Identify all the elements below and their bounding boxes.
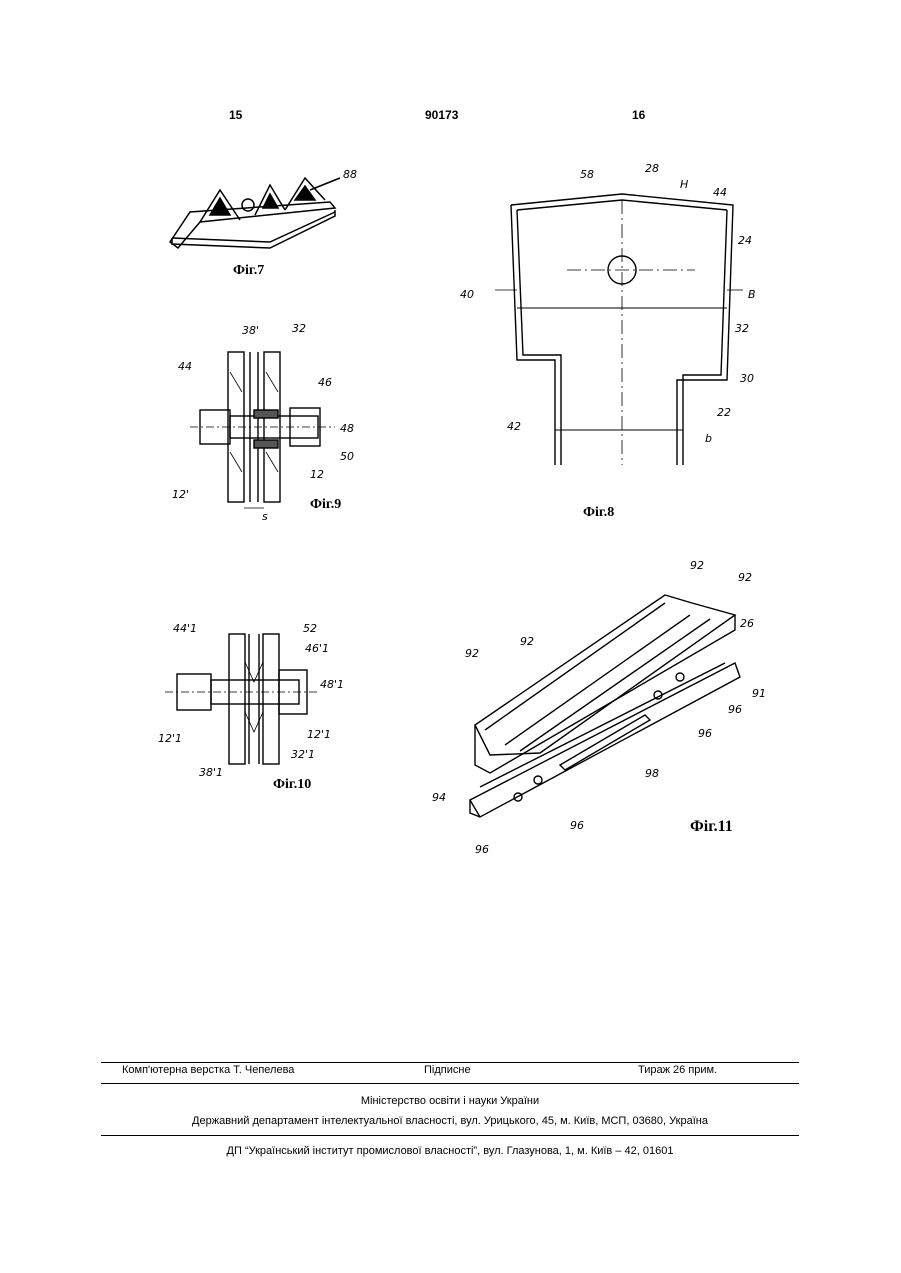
label-88: 88 [343, 168, 357, 181]
patent-number: 90173 [425, 108, 458, 122]
label-96-a: 96 [728, 703, 742, 716]
label-92-a: 92 [690, 559, 704, 572]
label-38-1: 38'1 [199, 766, 223, 779]
figure-11: 92 92 26 92 92 91 96 96 98 94 96 96 Фіг.… [440, 555, 790, 865]
signed-note: Підписне [424, 1064, 471, 1076]
label-12-prime: 12' [172, 488, 189, 501]
label-96-d: 96 [475, 843, 489, 856]
institute: ДП “Український інститут промислової вла… [101, 1145, 799, 1157]
layout-credit: Комп'ютерна верстка Т. Чепелева [122, 1064, 294, 1076]
label-s: s [262, 510, 268, 523]
label-46-1: 46'1 [305, 642, 329, 655]
label-b: b [705, 432, 712, 445]
label-98: 98 [645, 767, 659, 780]
figure-9: 38' 32 44 46 48 50 12' 12 s Фіг.9 [160, 312, 380, 522]
label-58: 58 [580, 168, 594, 181]
label-44: 44 [178, 360, 192, 373]
figure-8-caption: Фіг.8 [583, 505, 614, 520]
department: Державний департамент інтелектуальної вл… [101, 1115, 799, 1127]
circulation: Тираж 26 прим. [638, 1064, 717, 1076]
label-38-prime: 38' [242, 324, 259, 337]
label-12-1-left: 12'1 [158, 732, 182, 745]
label-42: 42 [507, 420, 521, 433]
label-B: B [748, 288, 756, 301]
label-94: 94 [432, 791, 446, 804]
figure-7-caption: Фіг.7 [233, 263, 264, 278]
label-H: H [680, 178, 688, 191]
footer-rule-bottom [101, 1135, 799, 1136]
label-32-1: 32'1 [291, 748, 315, 761]
label-48: 48 [340, 422, 354, 435]
label-28: 28 [645, 162, 659, 175]
label-24: 24 [738, 234, 752, 247]
figure-7: 88 Фіг.7 [160, 160, 380, 290]
label-30: 30 [740, 372, 754, 385]
figure-10: 44'1 52 46'1 48'1 12'1 12'1 38'1 32'1 Фі… [155, 612, 375, 802]
label-92-d: 92 [520, 635, 534, 648]
label-12-1-right: 12'1 [307, 728, 331, 741]
label-44-1: 44'1 [173, 622, 197, 635]
figure-9-caption: Фіг.9 [310, 497, 341, 512]
label-32: 32 [735, 322, 749, 335]
figure-11-caption: Фіг.11 [690, 818, 733, 835]
label-26: 26 [740, 617, 754, 630]
label-50: 50 [340, 450, 354, 463]
figure-10-caption: Фіг.10 [273, 777, 311, 792]
footer-rule-middle [101, 1083, 799, 1084]
label-40: 40 [460, 288, 474, 301]
label-92-b: 92 [738, 571, 752, 584]
label-92-c: 92 [465, 647, 479, 660]
label-91: 91 [752, 687, 766, 700]
label-52: 52 [303, 622, 317, 635]
label-96-c: 96 [570, 819, 584, 832]
label-32: 32 [292, 322, 306, 335]
label-96-b: 96 [698, 727, 712, 740]
page-number-right: 16 [632, 108, 645, 122]
page-number-left: 15 [229, 108, 242, 122]
ministry: Міністерство освіти і науки України [101, 1095, 799, 1107]
label-46: 46 [318, 376, 332, 389]
figure-8: 58 28 H 44 24 40 B 32 30 42 22 b Фіг.8 [455, 160, 785, 520]
footer-rule-top [101, 1062, 799, 1063]
label-44: 44 [713, 186, 727, 199]
label-48-1: 48'1 [320, 678, 344, 691]
label-22: 22 [717, 406, 731, 419]
label-12: 12 [310, 468, 324, 481]
